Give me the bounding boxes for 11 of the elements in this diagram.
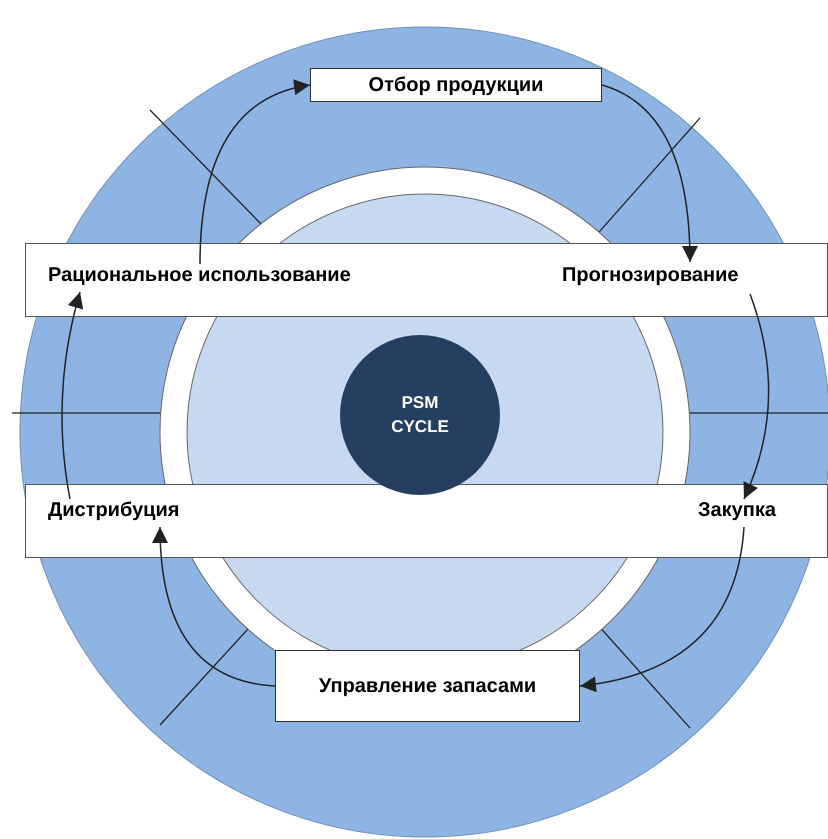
- stage-label: Закупка: [698, 499, 790, 527]
- stage-label: Прогнозирование: [562, 264, 798, 292]
- stage-label: Дистрибуция: [48, 499, 228, 527]
- stage-label: Рациональное использование: [48, 264, 458, 292]
- arrow: [602, 84, 698, 262]
- stage-box: Управление запасами: [275, 650, 580, 722]
- arrow: [580, 526, 745, 692]
- arrow: [742, 294, 770, 500]
- arrow: [199, 80, 310, 264]
- arrow: [152, 526, 276, 687]
- stage-box: Отбор продукции: [310, 68, 602, 102]
